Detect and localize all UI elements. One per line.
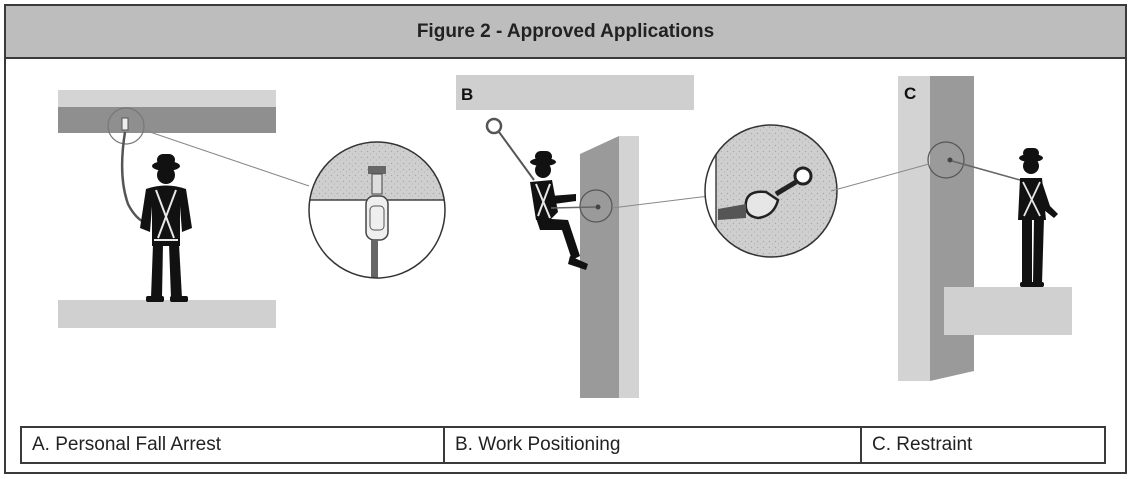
caption-a: A. Personal Fall Arrest bbox=[22, 428, 445, 462]
restraint-lanyard bbox=[951, 160, 1021, 181]
harness-c bbox=[1022, 181, 1041, 217]
ceiling-beam-bottom bbox=[58, 107, 276, 133]
anchor-callout-circle bbox=[107, 107, 145, 145]
leader-line-c bbox=[830, 163, 930, 192]
worker-a bbox=[140, 154, 192, 302]
wall-face bbox=[619, 136, 639, 398]
wall-anchor bbox=[595, 204, 601, 210]
leader-line-b bbox=[611, 195, 710, 209]
positioning-line bbox=[498, 131, 535, 181]
figure-title-bar: Figure 2 - Approved Applications bbox=[6, 6, 1125, 59]
lanyard-b bbox=[550, 206, 597, 209]
figure-title: Figure 2 - Approved Applications bbox=[416, 20, 715, 42]
ceiling-beam-top bbox=[58, 90, 276, 107]
column-face bbox=[898, 76, 930, 381]
floor-slab bbox=[58, 300, 276, 328]
pulley-anchor bbox=[485, 117, 503, 135]
illustration: A bbox=[58, 75, 1072, 398]
caption-c: C. Restraint bbox=[872, 434, 973, 455]
caption-b: B. Work Positioning bbox=[445, 428, 862, 462]
worker-b bbox=[530, 151, 588, 270]
panel-a: A bbox=[58, 90, 446, 328]
panel-c: C bbox=[830, 76, 1072, 381]
column-side bbox=[930, 76, 974, 381]
detail-circle-a bbox=[308, 141, 446, 279]
panel-c-letter: C bbox=[904, 84, 916, 103]
overhead-beam bbox=[456, 75, 694, 110]
wall-anchor-callout bbox=[579, 189, 613, 223]
panel-b-letter: B bbox=[461, 85, 473, 104]
column-anchor bbox=[947, 157, 953, 163]
detail-circle-b bbox=[704, 124, 838, 258]
column-anchor-callout bbox=[927, 141, 965, 179]
panel-b: B bbox=[456, 75, 838, 398]
harness-b bbox=[535, 183, 551, 219]
harness-a bbox=[154, 189, 178, 241]
ledge bbox=[944, 287, 1072, 335]
figure-frame: Figure 2 - Approved Applications A bbox=[4, 4, 1127, 474]
anchor-point bbox=[121, 117, 129, 131]
leader-line bbox=[143, 129, 310, 187]
worker-c bbox=[1018, 148, 1058, 287]
caption-row: A. Personal Fall Arrest B. Work Position… bbox=[20, 426, 1106, 464]
lanyard bbox=[120, 131, 149, 226]
